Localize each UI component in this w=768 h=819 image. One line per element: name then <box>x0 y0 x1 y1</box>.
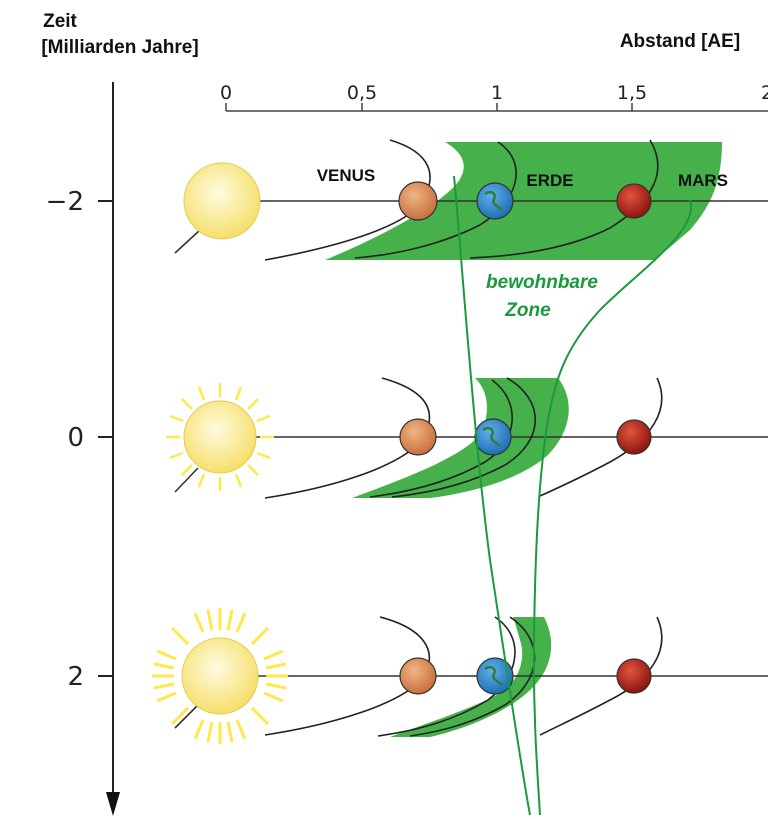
distance-tick-0-5: 0,5 <box>347 82 377 104</box>
time-axis-title-line1: Zeit <box>43 11 77 32</box>
time-axis-arrow-icon <box>106 792 120 816</box>
sun-icon <box>183 162 261 240</box>
sun-rays-row2 <box>166 383 274 491</box>
zone-label-line2: Zone <box>504 300 551 321</box>
mars-icon <box>616 658 652 694</box>
distance-tick-0: 0 <box>220 82 232 104</box>
venus-label: VENUS <box>317 166 376 185</box>
time-axis: −2 0 2 <box>46 82 120 816</box>
mars-label: MARS <box>678 171 728 190</box>
venus-icon <box>399 657 437 695</box>
mars-icon <box>616 183 652 219</box>
habitable-zone-band-row2 <box>352 378 569 498</box>
distance-tick-1: 1 <box>491 82 503 104</box>
venus-icon <box>399 418 437 456</box>
distance-axis: 0 0,5 1 1,5 2 <box>220 82 768 112</box>
mars-icon <box>616 419 652 455</box>
time-tick-2: 2 <box>67 662 84 692</box>
habitable-zone-inner-boundary <box>453 175 531 816</box>
earth-label: ERDE <box>526 171 573 190</box>
distance-tick-1-5: 1,5 <box>617 82 647 104</box>
time-axis-title-line2: [Milliarden Jahre] <box>41 37 198 58</box>
row-2 <box>152 608 768 744</box>
row-minus-2: VENUS ERDE MARS <box>174 139 768 261</box>
sun-icon <box>183 400 257 474</box>
sun-rays-row3 <box>152 608 288 744</box>
row-0 <box>166 377 768 499</box>
earth-icon <box>476 182 514 220</box>
time-tick-minus-2: −2 <box>46 187 84 217</box>
earth-icon <box>474 418 512 456</box>
zone-label-line1: bewohnbare <box>486 272 598 293</box>
habitable-zone-outer-boundary <box>532 199 693 816</box>
distance-axis-title: Abstand [AE] <box>620 31 740 52</box>
venus-icon <box>398 181 438 221</box>
sun-icon <box>181 637 259 715</box>
time-tick-0: 0 <box>67 423 84 453</box>
distance-tick-2: 2 <box>761 82 768 104</box>
